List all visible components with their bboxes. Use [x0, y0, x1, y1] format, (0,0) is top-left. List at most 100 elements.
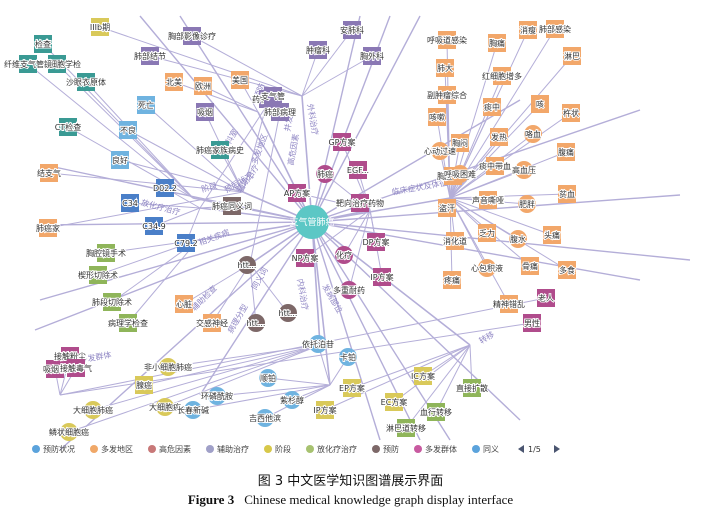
graph-node[interactable]: DP方案 [362, 233, 390, 251]
graph-node[interactable]: htt... [246, 314, 266, 332]
graph-node[interactable]: 顺铂 [259, 369, 277, 387]
graph-node[interactable]: 贫血 [558, 185, 576, 203]
graph-node[interactable]: EP方案 [338, 379, 366, 397]
graph-node[interactable]: IIIb期 [89, 18, 111, 36]
graph-node[interactable]: 淋巴道转移 [385, 419, 427, 437]
graph-node[interactable]: 结支气 [36, 164, 62, 182]
graph-node[interactable]: 消化道 [442, 232, 468, 250]
graph-node[interactable]: 直接扩散 [455, 379, 489, 397]
graph-node[interactable]: 胸闷 [451, 134, 469, 152]
graph-node[interactable]: 大细胞肺癌 [72, 401, 114, 419]
graph-node[interactable]: 肺癌家族病史 [195, 141, 245, 159]
knowledge-graph[interactable]: 预防就诊科室多发地区高危因素辅助治疗阶段并发症临床症状及体征放化疗治疗相关疾病转… [0, 0, 701, 462]
graph-node[interactable]: 支气管 [260, 87, 286, 105]
graph-node[interactable]: 交感神经 [195, 314, 229, 332]
graph-node[interactable]: 胸部影像诊疗 [167, 27, 217, 45]
graph-node[interactable]: 依托泊苷 [301, 335, 335, 353]
graph-node[interactable]: 痰中 [483, 98, 501, 116]
graph-node[interactable]: 痰中带血 [478, 157, 512, 175]
graph-node[interactable]: 腺癌 [135, 376, 153, 394]
graph-node[interactable]: 咯血 [524, 125, 542, 143]
graph-node[interactable]: 男性 [523, 314, 541, 332]
graph-node[interactable]: 高血压 [511, 161, 537, 179]
graph-node[interactable]: 心脏 [175, 295, 193, 313]
graph-node[interactable]: EC方案 [380, 393, 408, 411]
graph-node[interactable]: GP方案 [327, 133, 357, 151]
legend-pager[interactable]: 1/5 [518, 445, 560, 454]
graph-node[interactable]: 痰液细胞学检 [32, 55, 82, 73]
graph-node[interactable]: 消瘦 [519, 21, 537, 39]
graph-node[interactable]: 楔形切除术 [77, 266, 119, 284]
graph-node[interactable]: 腹水 [509, 230, 527, 248]
graph-node[interactable]: 环磷酰胺 [200, 387, 234, 405]
graph-node[interactable]: 胸腔镜手术 [85, 244, 127, 262]
graph-node[interactable]: 乏力 [478, 224, 496, 242]
graph-node[interactable]: 肥胖 [518, 195, 536, 213]
graph-node[interactable]: 疼痛 [443, 271, 461, 289]
graph-node[interactable]: 肺癌 [316, 165, 334, 183]
graph-node[interactable]: 咳嗽 [428, 108, 446, 126]
graph-node[interactable]: 纤维支气管镜 [3, 55, 53, 73]
graph-node[interactable]: 呼吸困难 [443, 165, 477, 183]
graph-node[interactable]: 肺癌家 [35, 219, 61, 237]
graph-node[interactable]: 肿瘤科 [305, 41, 331, 59]
node-layer[interactable]: 支气管肺癌胸部影像诊疗IIIb期肺部结节安肺科肿瘤科胸外科检查痰液细胞学检纤维支… [3, 18, 581, 441]
graph-node[interactable]: 吉西他滨 [248, 409, 282, 427]
graph-node[interactable]: 紫杉醇 [279, 391, 305, 409]
graph-node[interactable]: D02.2 [152, 179, 178, 197]
graph-node[interactable]: 检查 [34, 35, 52, 53]
graph-node[interactable]: C34.9 [141, 217, 167, 235]
graph-node[interactable]: 长春新碱 [176, 401, 210, 419]
graph-node[interactable]: 欧洲 [194, 77, 212, 95]
graph-node[interactable]: 骨痛 [521, 257, 539, 275]
graph-node[interactable]: AP方案 [283, 184, 311, 202]
graph-node[interactable]: 安肺科 [339, 21, 365, 39]
legend-item[interactable]: 高危因素 [148, 444, 191, 454]
legend-item[interactable]: 预防状况 [32, 444, 75, 454]
graph-node[interactable]: 头痛 [543, 226, 561, 244]
graph-node[interactable]: 沙眼衣原体 [65, 73, 107, 91]
graph-node[interactable]: 死亡 [137, 96, 155, 114]
graph-node[interactable]: 肺部病理 [263, 103, 297, 121]
graph-node[interactable]: 肺癌同义词 [211, 197, 253, 215]
legend-item[interactable]: 多发群体 [414, 444, 457, 454]
graph-node[interactable]: 呼吸道感染 [426, 31, 468, 49]
graph-node[interactable]: 鳞状细胞癌 [48, 423, 90, 441]
graph-node[interactable]: 精神错乱 [492, 295, 526, 313]
graph-node[interactable]: EGF... [346, 161, 370, 179]
graph-node[interactable]: 吸烟者 [42, 360, 68, 378]
graph-node[interactable]: 北美 [165, 73, 183, 91]
graph-node[interactable]: 胸痛 [488, 34, 506, 52]
graph-node[interactable]: 盗汗 [438, 199, 456, 217]
center-node[interactable]: 支气管肺癌 [289, 205, 335, 239]
legend-item[interactable]: 辅助治疗 [206, 444, 249, 454]
graph-node[interactable]: 血行转移 [419, 403, 453, 421]
graph-node[interactable]: 吸烟 [196, 103, 214, 121]
graph-node[interactable]: 腹痛 [557, 143, 575, 161]
graph-node[interactable]: 红细胞增多 [481, 67, 523, 85]
graph-node[interactable]: 大细胞癌 [148, 398, 182, 416]
graph-node[interactable]: 咳 [531, 95, 549, 113]
graph-node[interactable]: 不良 [119, 121, 137, 139]
graph-node[interactable]: 杵状 [562, 104, 580, 122]
graph-node[interactable]: 肺部感染 [538, 20, 572, 38]
graph-node[interactable]: 靶向治疗药物 [335, 194, 385, 212]
graph-node[interactable]: 肺大 [436, 59, 454, 77]
graph-node[interactable]: 发热 [490, 128, 508, 146]
legend-item[interactable]: 放化疗治疗 [306, 444, 357, 454]
graph-node[interactable]: 化疗 [335, 246, 353, 264]
graph-node[interactable]: 良好 [111, 151, 129, 169]
legend-item[interactable]: 多发地区 [90, 444, 133, 454]
graph-node[interactable]: IP方案 [312, 401, 338, 419]
graph-node[interactable]: IC方案 [410, 367, 436, 385]
graph-node[interactable]: htt... [278, 304, 298, 322]
legend-item[interactable]: 阶段 [264, 444, 291, 454]
graph-node[interactable]: 卡铂 [339, 348, 357, 366]
graph-node[interactable]: 心动过速 [423, 142, 457, 160]
graph-node[interactable]: htt... [237, 256, 257, 274]
legend-item[interactable]: 预防 [372, 444, 399, 454]
graph-node[interactable]: 多重耐药 [332, 281, 366, 299]
graph-node[interactable]: 肺段切除术 [91, 293, 133, 311]
graph-node[interactable]: NP方案 [291, 249, 319, 267]
graph-node[interactable]: 美国 [231, 71, 249, 89]
